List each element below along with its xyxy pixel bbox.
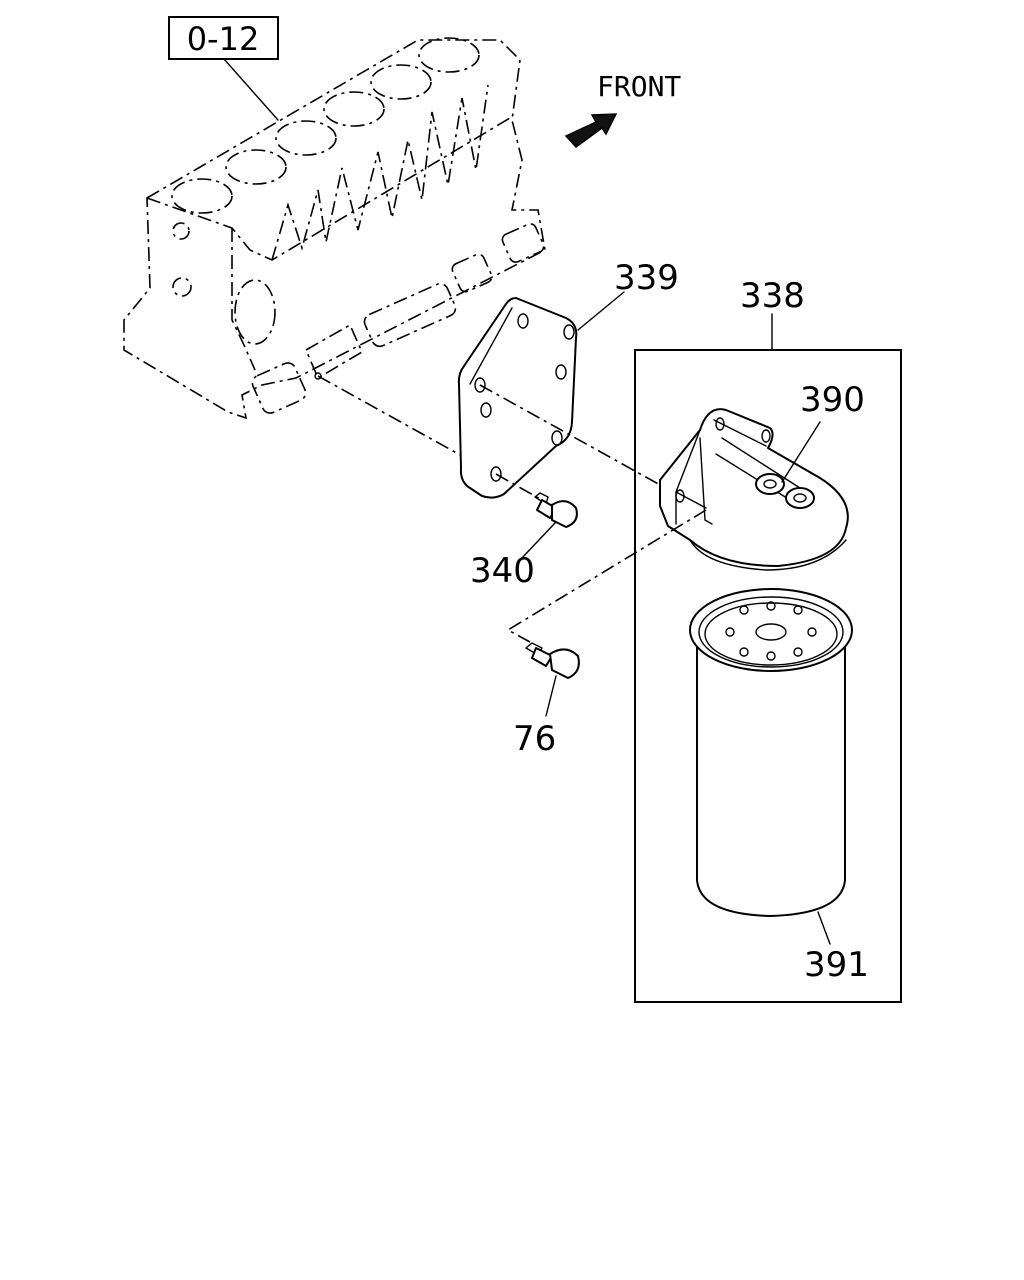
part-number-339: 339 bbox=[614, 258, 679, 298]
leader-391 bbox=[817, 911, 831, 945]
leader-390 bbox=[781, 421, 821, 483]
part-number-390: 390 bbox=[800, 380, 865, 420]
leader-339 bbox=[577, 291, 625, 331]
assembly-line-4 bbox=[506, 509, 707, 643]
reference-callout[interactable]: 0-12 bbox=[168, 16, 279, 60]
reference-leader bbox=[223, 58, 279, 121]
part-number-340: 340 bbox=[470, 551, 535, 591]
bolt-340[interactable] bbox=[534, 492, 578, 528]
part-number-391: 391 bbox=[804, 945, 869, 985]
assembly-line-3 bbox=[495, 473, 543, 501]
front-arrow-icon bbox=[564, 113, 618, 149]
engine-block bbox=[123, 37, 546, 420]
filter-head[interactable] bbox=[659, 408, 849, 571]
leader-76 bbox=[545, 675, 557, 717]
filter-assembly-box[interactable] bbox=[634, 349, 902, 1003]
front-label: FRONT bbox=[597, 70, 681, 103]
assembly-line-2 bbox=[479, 384, 681, 497]
part-number-338: 338 bbox=[740, 276, 805, 316]
bolt-76[interactable] bbox=[525, 642, 580, 679]
filter-cartridge[interactable] bbox=[689, 588, 853, 917]
part-number-76: 76 bbox=[513, 719, 556, 759]
assembly-line-1 bbox=[317, 375, 463, 457]
reference-code: 0-12 bbox=[187, 20, 260, 58]
leader-340 bbox=[519, 521, 557, 561]
gasket-plate[interactable] bbox=[457, 297, 578, 499]
